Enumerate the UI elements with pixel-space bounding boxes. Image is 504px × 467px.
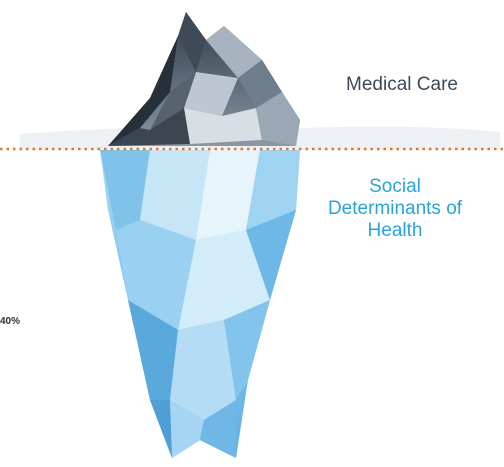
iceberg-bottom (100, 150, 300, 458)
social-determinants-line-3: Health (300, 220, 490, 242)
medical-care-label: Medical Care (312, 74, 492, 96)
social-determinants-line-1: Social (300, 176, 490, 198)
social-determinants-label: Social Determinants of Health (300, 176, 490, 242)
social-determinants-line-2: Determinants of (300, 198, 490, 220)
iceberg-top (108, 12, 300, 146)
side-percent-label: 40% (0, 316, 20, 327)
